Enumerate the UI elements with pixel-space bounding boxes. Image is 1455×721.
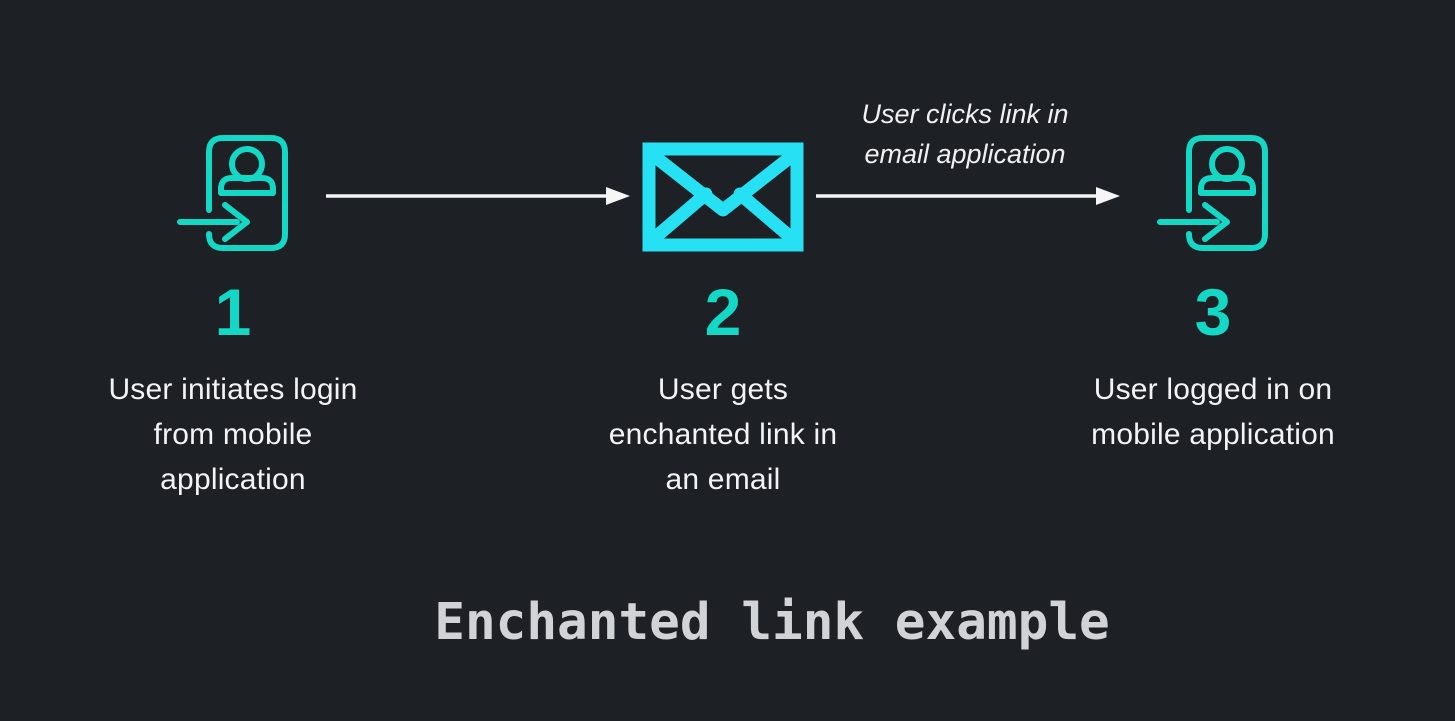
login-icon [177,135,288,251]
flow-arrow-1 [326,187,630,205]
step-caption: User logged in on mobile application [1033,367,1393,457]
step-1-icon-wrap [53,126,413,252]
caption-line: User initiates login [108,373,358,406]
caption-line: enchanted link in [608,418,838,451]
step-2: 2 User gets enchanted link in an email [543,126,903,502]
envelope-icon [642,142,804,252]
login-icon [1157,135,1268,251]
annotation-line: User clicks link in [861,99,1069,129]
caption-line: mobile application [1091,418,1335,451]
step-number: 1 [214,275,252,349]
step-2-icon-wrap [543,126,903,252]
flow-arrow-2 [816,187,1120,205]
step-3-icon-wrap [1033,126,1393,252]
step-number: 2 [704,275,742,349]
step-1: 1 User initiates login from mobile appli… [53,126,413,502]
caption-line: User gets [657,373,789,406]
caption-line: an email [665,463,781,496]
diagram-title: Enchanted link example [434,593,1110,652]
arrow-annotation: User clicks link in email application [790,94,1140,174]
caption-line: application [160,463,306,496]
caption-line: User logged in on [1093,373,1333,406]
step-number: 3 [1194,275,1232,349]
step-3: 3 User logged in on mobile application [1033,126,1393,457]
step-caption: User gets enchanted link in an email [543,367,903,502]
annotation-line: email application [864,139,1066,169]
caption-line: from mobile [153,418,313,451]
step-caption: User initiates login from mobile applica… [53,367,413,502]
